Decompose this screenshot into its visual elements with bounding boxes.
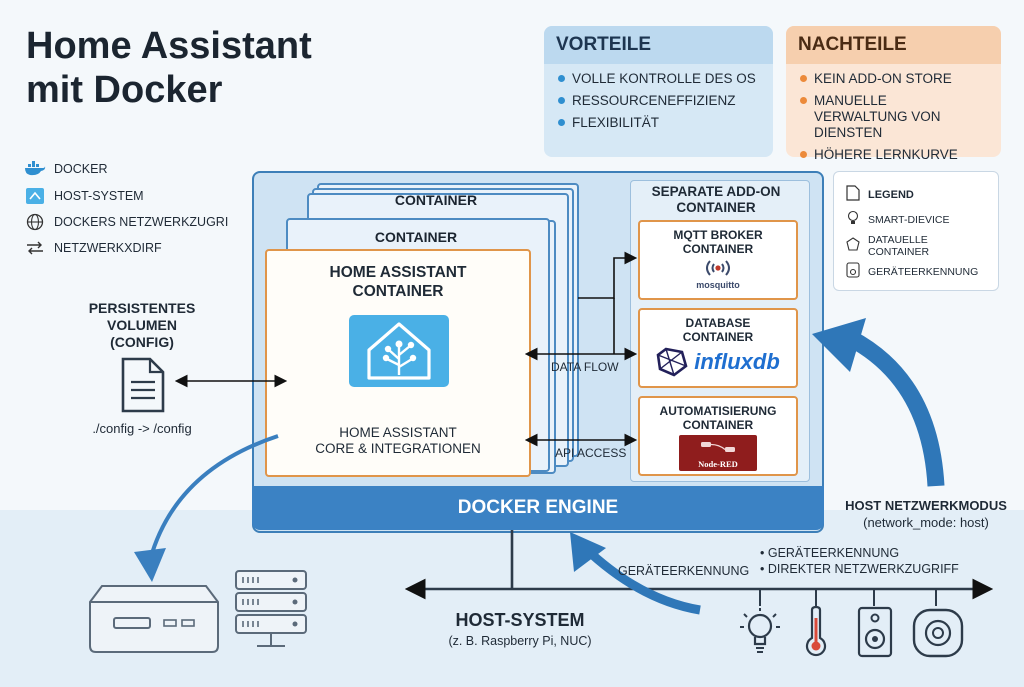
globe-icon <box>24 213 46 231</box>
title-line-1: Home Assistant <box>26 25 312 67</box>
page-title: Home Assistant mit Docker <box>26 24 312 112</box>
container-back-label: CONTAINER <box>394 192 478 208</box>
node-red-logo-icon: Node-RED <box>679 435 757 471</box>
persistent-volume-label: PERSISTENTES VOLUMEN (CONFIG) <box>88 300 196 350</box>
api-access-label: API ACCESS <box>555 446 627 460</box>
cube-icon <box>846 236 860 256</box>
data-flow-label: DATA FLOW <box>551 360 619 374</box>
nachteile-panel: NACHTEILE KEIN ADD-ON STORE MANUELLE VER… <box>786 26 1001 162</box>
vorteile-item: VOLLE KONTROLLE DES OS <box>554 68 763 90</box>
document-icon <box>846 185 860 204</box>
vorteile-item: RESSOURCENEFFIZIENZ <box>554 90 763 112</box>
home-assistant-logo-icon <box>349 315 449 387</box>
docker-engine: DOCKER ENGINE <box>252 486 824 530</box>
host-system-label: HOST-SYSTEM (z. B. Raspberry Pi, NUC) <box>448 610 592 648</box>
container-mid-label: CONTAINER <box>374 229 458 245</box>
lightbulb-icon <box>846 210 860 229</box>
left-legend-docker: DOCKER <box>24 160 107 178</box>
addon-area-title: SEPARATE ADD-ON CONTAINER <box>651 184 781 215</box>
vorteile-panel: VORTEILE VOLLE KONTROLLE DES OS RESSOURC… <box>544 26 773 157</box>
mosquitto-logo-icon: mosquitto <box>640 257 796 290</box>
nachteile-item: MANUELLE VERWALTUNG VON DIENSTEN <box>796 90 984 144</box>
title-line-2: mit Docker <box>26 69 223 111</box>
mini-pc-icon <box>88 584 220 659</box>
left-legend-network: DOCKERS NETZWERKZUGRI <box>24 213 228 231</box>
smart-camera-icon <box>912 608 964 663</box>
left-legend-label: DOCKER <box>54 162 108 176</box>
docker-whale-icon <box>24 160 46 178</box>
legend-item: SMART-DIEVICE <box>846 210 950 229</box>
nachteile-title: NACHTEILE <box>786 26 1001 64</box>
host-network-mode: HOST NETZWERKMODUS (network_mode: host) <box>845 498 1007 530</box>
left-legend-label: NETZWERKXDIRF <box>54 241 162 255</box>
vorteile-item: FLEXIBILITÄT <box>554 112 763 134</box>
config-file-icon <box>120 356 166 419</box>
config-path: ./config -> /config <box>92 421 192 436</box>
left-legend-label: DOCKERS NETZWERKZUGRI <box>54 215 229 229</box>
thermometer-icon <box>800 605 832 663</box>
influxdb-logo-icon: influxdb <box>640 347 796 377</box>
speaker-icon <box>846 262 860 281</box>
host-system-icon <box>24 187 46 205</box>
legend-item: GERÄTEERKENNUNG <box>846 262 978 281</box>
server-rack-icon <box>233 568 309 659</box>
left-legend-swap: NETZWERKXDIRF <box>24 239 162 257</box>
left-legend-host: HOST-SYSTEM <box>24 187 144 205</box>
discovery-label: GERÄTEERKENNUNG <box>618 564 750 578</box>
smart-bulb-icon <box>738 606 782 663</box>
swap-arrows-icon <box>24 239 46 257</box>
ha-container-subtitle: HOME ASSISTANT CORE & INTEGRATIONEN <box>315 425 481 456</box>
nachteile-item: KEIN ADD-ON STORE <box>796 68 991 90</box>
legend-title-row: LEGEND <box>846 185 914 204</box>
ha-container-title: HOME ASSISTANT CONTAINER <box>329 264 467 300</box>
nachteile-item: HÖHERE LERNKURVE <box>796 144 991 166</box>
left-legend-label: HOST-SYSTEM <box>54 189 144 203</box>
vorteile-title: VORTEILE <box>544 26 773 64</box>
home-assistant-container: HOME ASSISTANT CONTAINER HOME ASSISTANT … <box>265 249 531 477</box>
bus-bullets: • GERÄTEERKENNUNG • DIREKTER NETZWERKZUG… <box>760 546 959 576</box>
speaker-device-icon <box>857 606 893 663</box>
